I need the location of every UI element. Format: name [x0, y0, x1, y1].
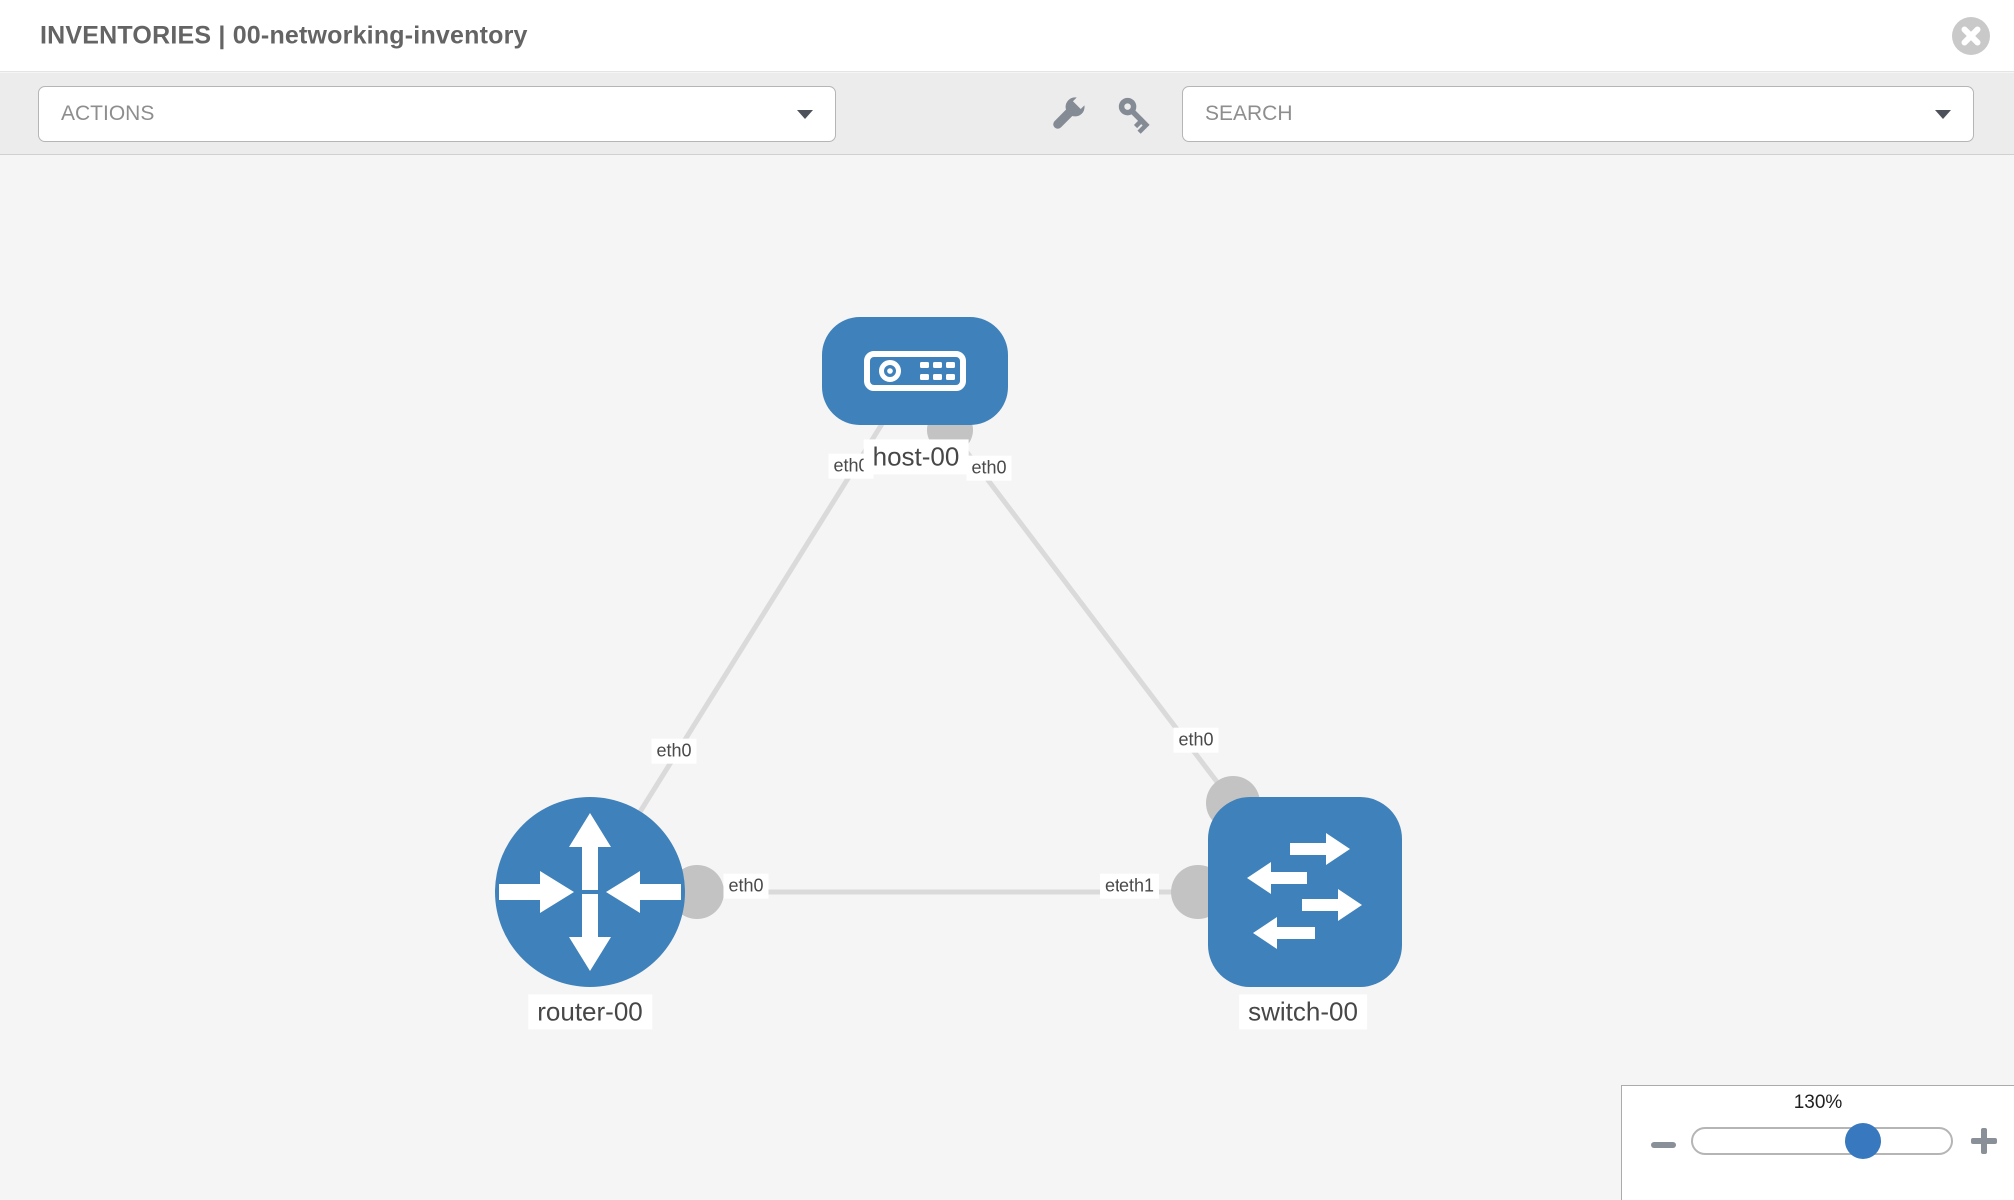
interface-label: eth0 [723, 873, 769, 899]
search-dropdown[interactable]: SEARCH [1182, 86, 1974, 142]
node-router-00[interactable] [495, 797, 685, 987]
interface-label: eth0 [1173, 727, 1219, 753]
zoom-in-button[interactable] [1971, 1128, 1997, 1154]
key-icon [1118, 97, 1150, 134]
node-switch-00[interactable] [1208, 797, 1402, 987]
zoom-slider-handle[interactable] [1845, 1123, 1881, 1159]
chevron-down-icon [797, 110, 813, 119]
interface-label: eth1 [1119, 873, 1160, 899]
interface-label-overlap: et eth1 [1100, 873, 1160, 899]
configure-button[interactable] [1048, 93, 1089, 134]
credentials-button[interactable] [1115, 94, 1155, 134]
actions-dropdown[interactable]: ACTIONS [38, 86, 836, 142]
search-dropdown-label: SEARCH [1205, 102, 1293, 125]
zoom-slider-track[interactable] [1691, 1127, 1953, 1155]
wrench-icon [1053, 93, 1089, 129]
switch-icon [1247, 833, 1362, 949]
zoom-out-button[interactable] [1651, 1142, 1676, 1148]
close-button[interactable] [1952, 17, 1990, 55]
router-icon [499, 813, 681, 971]
plus-icon [1981, 1128, 1987, 1154]
actions-dropdown-label: ACTIONS [61, 102, 155, 125]
node-label-host: host-00 [863, 439, 969, 475]
node-label-router: router-00 [528, 994, 652, 1030]
header-bar: INVENTORIES | 00-networking-inventory [0, 0, 2014, 72]
toolbar: ACTIONS SEARCH [0, 73, 2014, 155]
node-label-switch: switch-00 [1239, 994, 1367, 1030]
topology-canvas[interactable]: eth0 eth0 eth0 eth0 eth0 et eth1 host-00… [0, 156, 2014, 1200]
zoom-level: 130% [1793, 1092, 1843, 1113]
interface-label: eth0 [966, 455, 1012, 481]
chevron-down-icon [1935, 110, 1951, 119]
zoom-panel: 130% [1621, 1085, 2014, 1200]
host-icon [864, 351, 966, 391]
page-title: INVENTORIES | 00-networking-inventory [40, 21, 528, 49]
interface-label: eth0 [651, 738, 697, 764]
node-host-00[interactable] [822, 317, 1008, 425]
interface-label-clipped: et [1100, 873, 1121, 899]
close-icon [1952, 17, 1990, 55]
